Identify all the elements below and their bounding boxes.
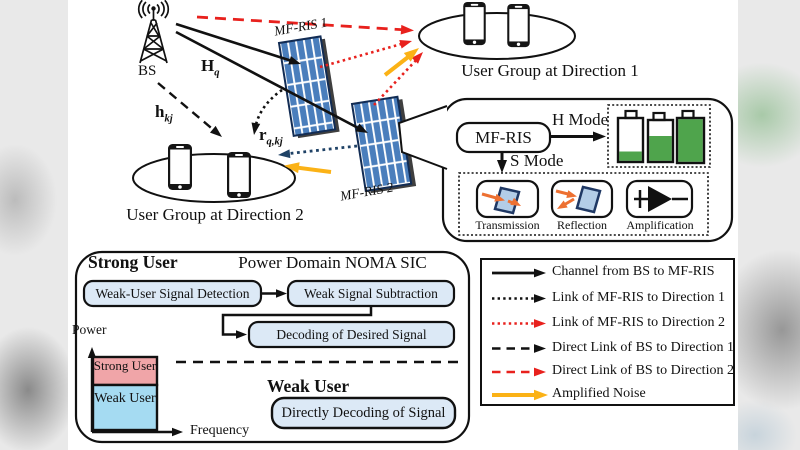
legend-sample-dotted-red: [492, 319, 546, 328]
channel-arrow-bs-to-ris1: [175, 22, 301, 65]
user-group-1-ellipse: [418, 12, 576, 60]
legend-item-label: Direct Link of BS to Direction 2: [552, 363, 734, 378]
decoding-step-label: Decoding of Desired Signal: [276, 327, 427, 342]
s-mode-arrow: [497, 152, 507, 173]
user-group-2-label: User Group at Direction 2: [126, 205, 304, 224]
phone-icon: [507, 3, 530, 48]
channel-arrow-bs-to-ris2: [175, 30, 368, 133]
frequency-axis-label: Frequency: [190, 423, 250, 438]
direct-decoding-box: [270, 396, 457, 430]
ris2-link-arrow-to-direction2: [278, 144, 358, 159]
power-axis: [87, 347, 97, 432]
channel-label-rqkj: rq,kj: [259, 125, 283, 148]
bar-strong-user-label: Strong User: [93, 358, 157, 373]
channel-label-hkj: hkj: [155, 102, 173, 125]
channel-hkj-base: h: [155, 102, 165, 121]
legend-box: [480, 258, 735, 406]
h-mode-label: H Mode: [552, 110, 609, 129]
amplification-icon: [634, 186, 688, 212]
bs-tower-icon: [137, 0, 170, 64]
bs-label: BS: [138, 63, 157, 79]
flow-arrow-subtraction-to-decoding: [221, 307, 373, 339]
subtraction-step-label: Weak Signal Subtraction: [304, 286, 438, 301]
legend-item-label: Direct Link of BS to Direction 1: [552, 339, 734, 355]
channel-rqkj-sub: q,kj: [266, 136, 283, 148]
phone-icon: [227, 152, 251, 198]
battery-low-icon: [616, 109, 645, 164]
battery-medium-icon: [646, 111, 675, 164]
transmission-icon: [481, 186, 521, 215]
mf-ris-modes-callout: [397, 97, 734, 243]
ris-user-channel-arrow: [251, 88, 283, 135]
h-mode-arrow: [551, 131, 606, 142]
ris2-link-arrow-to-direction1: [373, 52, 423, 106]
phone-icon: [168, 144, 192, 190]
legend-item-label: Link of MF-RIS to Direction 2: [552, 314, 726, 330]
ris1-link-arrow-to-direction1: [319, 39, 412, 69]
user-group-1-label: User Group at Direction 1: [461, 61, 639, 80]
mf-ris-1-panel: [277, 35, 340, 139]
legend-sample-dotted-black: [492, 294, 546, 303]
transmission-label: Transmission: [475, 218, 540, 232]
battery-icons-box: [607, 104, 711, 168]
s-mode-functions-box: [458, 172, 709, 236]
amplified-noise-arrow-to-group2: [284, 162, 332, 174]
legend-item-label: Amplified Noise: [552, 386, 646, 401]
amplification-label: Amplification: [626, 218, 694, 232]
detection-step-label: Weak-User Signal Detection: [95, 286, 250, 301]
power-axis-label: Power: [72, 322, 107, 337]
legend-item-label: Channel from BS to MF-RIS: [552, 264, 715, 279]
frequency-axis: [92, 427, 183, 437]
legend-sample-solid-yellow: [492, 389, 548, 401]
channel-hkj-sub: kj: [164, 113, 173, 125]
battery-full-icon: [675, 109, 706, 165]
flow-arrow-detection-to-subtraction: [262, 289, 287, 298]
weak-user-power-block: [91, 383, 159, 432]
decoding-step-box: [247, 320, 456, 349]
channel-label-hq: Hq: [201, 56, 220, 79]
noma-title: Power Domain NOMA SIC: [238, 253, 427, 272]
callout-tail: [397, 105, 448, 170]
channel-hq-base: H: [201, 56, 215, 75]
direct-link-arrow-bs-to-direction2: [157, 82, 222, 137]
reflection-icon: [555, 185, 602, 214]
s-mode-label: S Mode: [510, 151, 564, 170]
detection-step-box: [82, 279, 263, 308]
legend-item-label: Link of MF-RIS to Direction 1: [552, 289, 726, 305]
user-group-2-ellipse: [132, 153, 296, 203]
direct-decoding-label: Directly Decoding of Signal: [281, 405, 446, 421]
weak-user-heading: Weak User: [267, 376, 350, 396]
legend-sample-dashed-red: [492, 367, 546, 377]
channel-rqkj-base: r: [259, 125, 267, 144]
subtraction-step-box: [286, 279, 456, 308]
bar-weak-user-label: Weak User: [94, 391, 156, 406]
channel-hq-sub: q: [214, 67, 220, 79]
noma-sic-box: [74, 250, 471, 444]
legend-sample-dashed-black: [492, 344, 546, 353]
legend-sample-solid-black: [492, 268, 546, 278]
reflection-label: Reflection: [557, 218, 607, 232]
mf-ris-box-label: MF-RIS: [475, 128, 532, 147]
strong-user-heading: Strong User: [88, 252, 178, 272]
direct-link-arrow-bs-to-direction1: [196, 15, 414, 35]
phone-icon: [463, 1, 486, 46]
amplified-noise-arrow-to-group1: [383, 48, 419, 77]
